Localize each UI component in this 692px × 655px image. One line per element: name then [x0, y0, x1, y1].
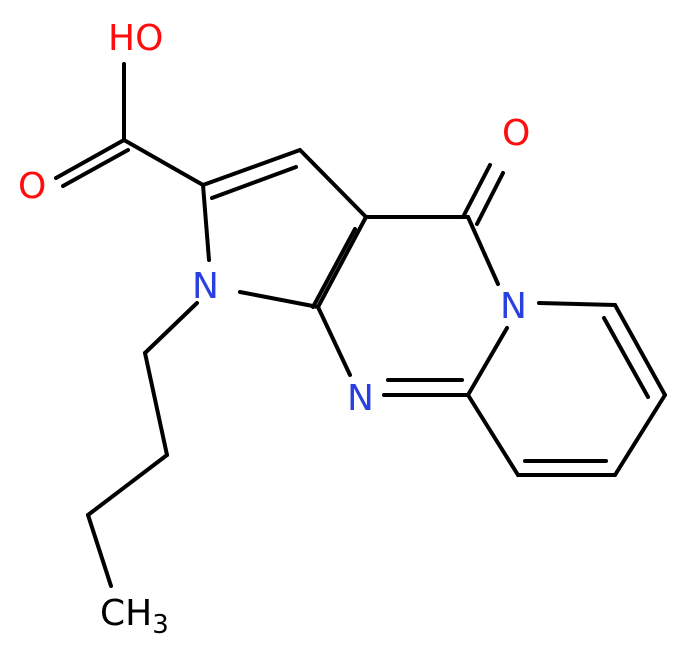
bond-c-o-double-1	[54, 138, 126, 180]
bond-c3-c3a	[298, 148, 368, 219]
bond-c4-o-2	[475, 171, 505, 226]
bridge-nitrogen-label: N	[500, 286, 527, 327]
pyrrole-ring	[201, 148, 368, 309]
methyl-subscript: 3	[152, 610, 169, 640]
carboxylic-acid-group	[54, 62, 205, 188]
bond-ch2-ch3	[86, 513, 113, 588]
butyl-chain	[86, 301, 199, 588]
atom-labels: HO O O N N N CH3	[18, 18, 530, 640]
bond-n1-ch2	[143, 301, 199, 355]
bond-c6-c7-inner	[602, 316, 650, 399]
methyl-ch: CH	[100, 593, 152, 634]
pyrimidinone-ring	[316, 163, 509, 397]
bond-c6-c7	[613, 303, 667, 397]
bond-ch2-ch2	[143, 351, 169, 457]
methyl-label: CH3	[100, 593, 169, 640]
carboxyl-oxygen-label: O	[18, 166, 46, 207]
bond-c4-n5	[466, 215, 500, 286]
bond-c9a-n9	[316, 305, 352, 377]
bond-c8a-n5	[466, 326, 509, 397]
bond-ring-to-carboxyl	[122, 138, 205, 187]
bond-n1-c2	[201, 183, 211, 262]
hydroxyl-label: HO	[108, 18, 163, 59]
bond-c2-c3-inner	[210, 165, 298, 200]
imine-nitrogen-label: N	[347, 378, 374, 419]
bond-c-o-double-2	[61, 148, 130, 188]
bond-c3a-c9a	[316, 215, 368, 309]
pyridine-ring	[466, 301, 667, 477]
bond-c8b-c8a	[466, 393, 520, 477]
bond-c4-o-1	[461, 163, 492, 219]
bond-c7-c8	[613, 393, 667, 477]
bond-c3a-c9a-inner	[311, 227, 357, 309]
bond-ch2-ch2-b	[86, 453, 169, 517]
ketone-oxygen-label: O	[502, 113, 530, 154]
bond-n5-c6	[537, 301, 617, 307]
bond-c9a-n1	[238, 290, 320, 309]
pyrrole-nitrogen-label: N	[192, 266, 219, 307]
bond-c2-c3	[201, 148, 302, 187]
